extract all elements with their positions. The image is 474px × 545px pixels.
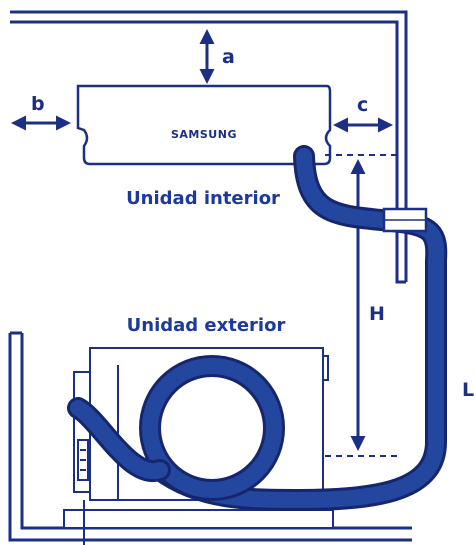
indoor-unit: SAMSUNG xyxy=(76,84,332,166)
dimension-b-label: b xyxy=(31,93,45,115)
indoor-unit-label: Unidad interior xyxy=(126,188,280,209)
dimension-l-label: L xyxy=(462,379,474,401)
dimension-a-label: a xyxy=(222,46,235,68)
dimension-h-label: H xyxy=(369,303,385,325)
dimension-c-label: c xyxy=(357,94,368,116)
refrigerant-pipe xyxy=(67,145,448,511)
wall-outline xyxy=(10,10,408,284)
outdoor-unit-label: Unidad exterior xyxy=(127,315,286,336)
brand-logo: SAMSUNG xyxy=(171,128,237,141)
